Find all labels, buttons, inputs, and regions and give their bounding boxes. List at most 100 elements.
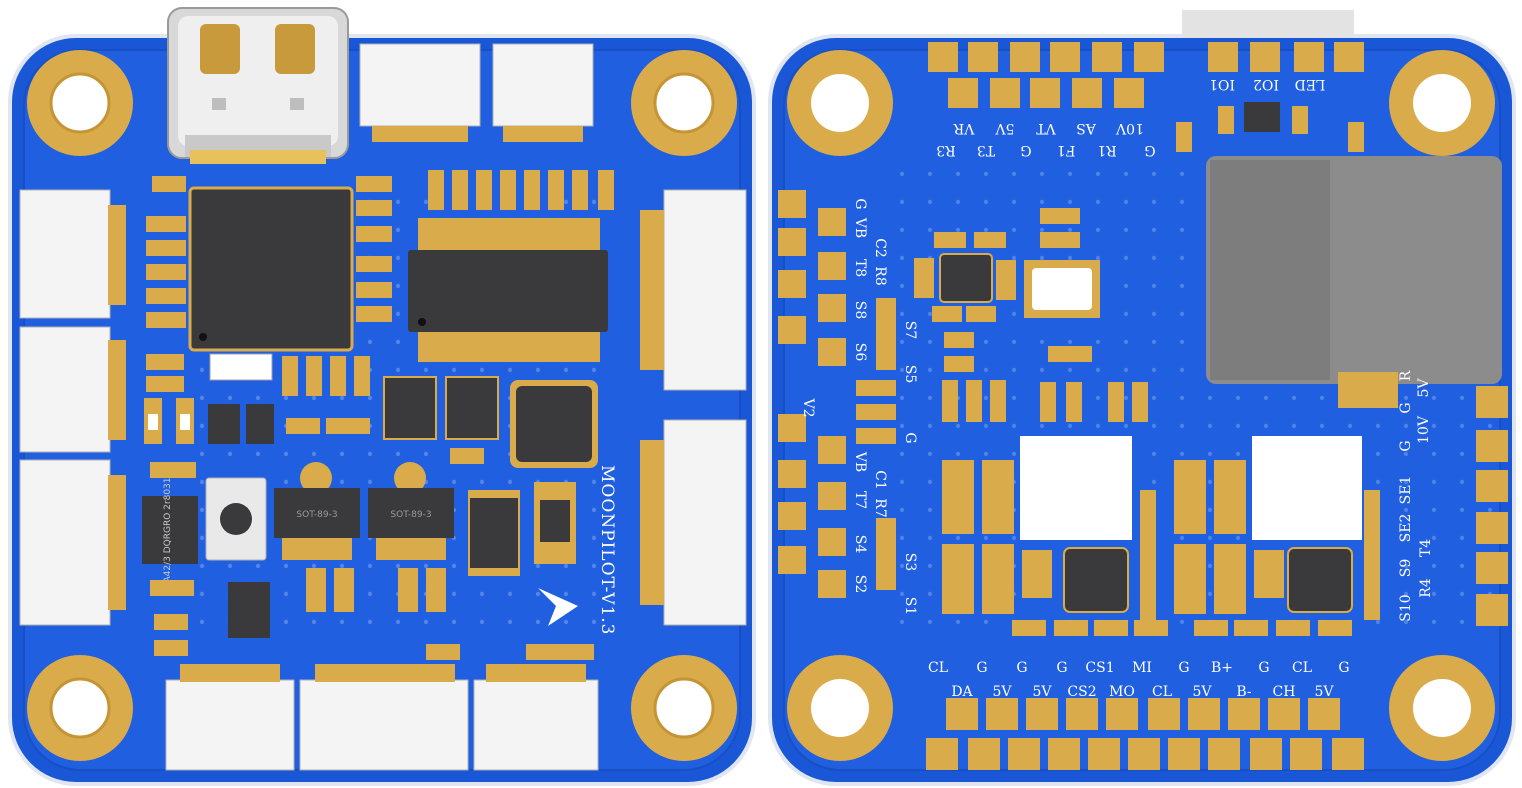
tssop-chip <box>408 218 608 362</box>
front-right-connector <box>640 419 747 626</box>
pad-label: G <box>1258 660 1269 676</box>
pad-label: G <box>1016 660 1027 676</box>
back-bottom-labels: CL G G G CS1 MI G B+ G CL G DA 5V 5V CS2… <box>928 660 1350 700</box>
pad-label: R <box>1398 370 1414 381</box>
back-mount-hole <box>787 50 893 156</box>
pad-label: B- <box>1236 684 1252 700</box>
pad-label: S7 <box>902 321 918 340</box>
marked-ic-label: A42/3 DQRGRO 2r8031 <box>163 478 173 583</box>
front-mount-hole <box>27 50 133 156</box>
pad-label: R3 <box>936 142 955 158</box>
pad-label: S1 <box>902 597 918 616</box>
sd-card-slot <box>1206 156 1502 408</box>
sot89-regulator: SOT-89-3 <box>368 462 454 560</box>
small-ic <box>228 582 270 638</box>
esc-mosfet-area <box>942 436 1362 614</box>
pad-label: SE1 <box>1398 476 1414 505</box>
back-left-labels: G VB T8 S8 S6 V2 G VB T7 S4 S2 C2 R8 S7 … <box>800 198 918 615</box>
pad-label: VB <box>852 217 868 238</box>
pad-label: CS1 <box>1085 660 1114 676</box>
pad-label: AS <box>1076 120 1097 136</box>
pad-label: 5V <box>1314 684 1334 700</box>
back-top-labels: R3 VR T3 5V G VT F1 AS R1 10V G IO1 IO2 … <box>936 76 1325 158</box>
front-bottom-connector <box>165 664 295 771</box>
pad-label: S8 <box>852 301 868 320</box>
pad-label: S3 <box>902 553 918 572</box>
pad-label: R4 <box>1418 578 1434 598</box>
pad-label: VR <box>953 120 975 136</box>
logo-arrow-icon <box>538 588 578 626</box>
back-small-ic <box>1244 102 1280 132</box>
back-bottom-pads <box>926 698 1364 770</box>
pad-label: DA <box>951 684 973 700</box>
back-sensor <box>1024 260 1100 318</box>
back-small-ic <box>939 253 993 303</box>
front-capacitors <box>144 353 273 444</box>
sot89-label: SOT-89-3 <box>296 510 337 520</box>
board-title: MOONPILOT-V1.3 <box>597 465 617 636</box>
usb-c-shadow <box>1182 10 1354 38</box>
pad-label: R8 <box>872 266 888 285</box>
qfn-chip <box>510 380 598 468</box>
pad-label: VT <box>1036 120 1057 136</box>
pad-label: G <box>1398 402 1414 413</box>
pad-label: F1 <box>1057 142 1076 158</box>
front-bottom-connector <box>473 664 599 771</box>
pad-label: G <box>1056 660 1067 676</box>
mcu-chip <box>188 186 354 352</box>
pad-label: IO1 <box>1209 76 1235 92</box>
boot-button <box>205 477 267 561</box>
pad-label: G <box>1144 142 1155 158</box>
back-right-pads <box>1476 386 1508 626</box>
front-left-connector <box>19 189 126 319</box>
pad-label: 10V <box>1416 415 1432 444</box>
pad-label: S4 <box>852 535 868 554</box>
pad-label: S5 <box>902 365 918 384</box>
front-mount-hole <box>631 655 737 761</box>
small-ic <box>383 376 437 440</box>
pad-label: 5V <box>992 684 1012 700</box>
pad-label: CL <box>1152 684 1172 700</box>
pad-label: LED <box>1295 76 1326 92</box>
pad-label: T8 <box>852 259 868 277</box>
back-mount-hole <box>787 655 893 761</box>
pad-label: S6 <box>852 343 868 362</box>
front-top-connector <box>359 43 481 142</box>
pad-label: G <box>976 660 987 676</box>
pad-label: 5V <box>1416 378 1432 398</box>
pad-label: G <box>1398 440 1414 451</box>
back-right-labels: 5V G 10V G SE1 SE2 T4 R4 R S9 S10 <box>1398 370 1434 621</box>
pad-label: CS2 <box>1067 684 1096 700</box>
pad-label: CL <box>928 660 948 676</box>
sot89-label: SOT-89-3 <box>390 510 431 520</box>
pad-label: G <box>1178 660 1189 676</box>
power-diode <box>468 490 520 576</box>
pad-label: IO2 <box>1253 76 1279 92</box>
pad-label: G <box>902 432 918 443</box>
back-left-pads <box>778 190 846 598</box>
front-right-connector <box>640 189 747 391</box>
pad-label: T7 <box>852 491 868 509</box>
front-passives <box>146 170 614 660</box>
pad-label: G <box>1338 660 1349 676</box>
front-mount-hole <box>27 655 133 761</box>
pad-label: C1 <box>872 470 888 490</box>
pad-label: T4 <box>1418 539 1434 557</box>
pad-label: C2 <box>872 238 888 258</box>
pad-label: CH <box>1273 684 1296 700</box>
pad-label: MO <box>1109 684 1135 700</box>
front-left-connector <box>19 326 126 453</box>
pad-label: SE2 <box>1398 514 1414 543</box>
fuse <box>534 482 576 564</box>
pad-label: S9 <box>1398 559 1414 578</box>
front-top-connector <box>492 43 594 142</box>
pad-label: S2 <box>852 575 868 594</box>
small-ic <box>445 376 499 440</box>
pad-label: B+ <box>1211 660 1233 676</box>
pad-label: VB <box>852 451 868 472</box>
pad-label: R7 <box>872 498 888 517</box>
pad-label: G <box>852 198 868 209</box>
front-mount-hole <box>631 50 737 156</box>
small-ic <box>208 404 274 444</box>
